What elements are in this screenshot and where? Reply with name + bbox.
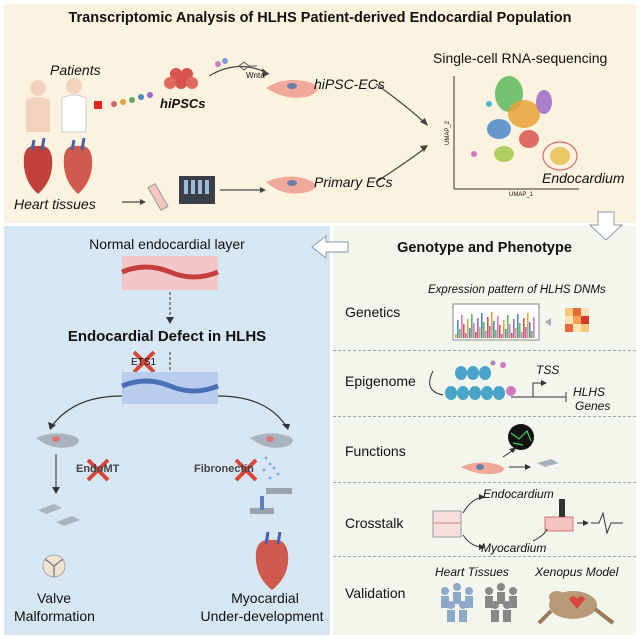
tube-and-sorter — [147, 176, 215, 211]
epigenome-label: Epigenome — [345, 373, 416, 389]
scrna-label: Single-cell RNA-sequencing — [433, 50, 608, 66]
endomt-label: EndoMT — [76, 463, 120, 475]
top-illustration — [23, 58, 579, 211]
cell-dots — [111, 92, 153, 107]
crosstalk-graphic — [432, 494, 623, 550]
row-genetics: Genetics Expression pattern of HLHS DNMs — [333, 284, 636, 350]
valve-icon — [42, 554, 66, 578]
patients-label: Patients — [50, 62, 101, 78]
valve-label-1: Valve — [37, 590, 71, 606]
people-icons — [441, 583, 473, 622]
row-functions: Functions — [333, 416, 636, 483]
heart-tissues-label: Heart tissues — [14, 196, 96, 212]
validation-label: Validation — [345, 585, 406, 601]
heart-tissues-icon — [23, 137, 93, 194]
hlhs-genes-label-1: HLHS — [573, 385, 606, 399]
fibronectin-label: Fibronectin — [194, 463, 254, 475]
validation-heart-tissues-label: Heart Tissues — [435, 565, 509, 579]
fibronectin-dots — [262, 456, 280, 480]
left-panel: Normal endocardial layer Endocardial Def… — [4, 226, 330, 635]
normal-layer-title: Normal endocardial layer — [89, 236, 245, 252]
umap-x-label: UMAP_1 — [509, 192, 534, 198]
xenopus-frog-icon — [537, 591, 615, 625]
hipsc-colony — [164, 68, 198, 89]
patient-figures — [26, 78, 102, 133]
genotype-phenotype-title: Genotype and Phenotype — [397, 240, 572, 256]
right-panel: Genotype and Phenotype Genetics Expressi… — [333, 226, 636, 635]
left-illustration — [36, 256, 293, 590]
ets1-label: ETS1 — [131, 357, 157, 368]
row-validation: Validation Heart Tissues Xenopus Model — [333, 556, 636, 636]
valve-label-2: Malformation — [14, 608, 95, 624]
umap-plot — [453, 76, 579, 190]
fibronectin-cross-icon — [234, 458, 258, 482]
cardiomyocyte-blocks — [250, 488, 292, 514]
heart-icon — [255, 531, 289, 590]
wnta-label: Wnta — [246, 71, 265, 80]
primary-ecs-label: Primary ECs — [314, 174, 393, 190]
umap-y-label: UMAP_2 — [445, 120, 452, 146]
tss-label: TSS — [536, 363, 560, 377]
hlhs-genes-label-2: Genes — [575, 399, 611, 413]
endomt-cross-icon — [86, 458, 110, 482]
validation-graphic — [441, 583, 615, 625]
crosstalk-myocardium-label: Myocardium — [481, 541, 547, 555]
row-epigenome: Epigenome TSS HLHS Genes — [333, 350, 636, 417]
crosstalk-label: Crosstalk — [345, 515, 404, 531]
hipscs-label: hiPSCs — [160, 96, 206, 111]
top-panel: Transcriptomic Analysis of HLHS Patient-… — [4, 4, 636, 223]
functions-graphic — [461, 424, 559, 475]
expression-pattern-label: Expression pattern of HLHS DNMs — [428, 284, 606, 296]
functions-label: Functions — [345, 443, 406, 459]
row-crosstalk: Crosstalk Endocardium Myocardium — [333, 482, 636, 557]
genetics-label: Genetics — [345, 304, 401, 320]
defect-title: Endocardial Defect in HLHS — [67, 328, 267, 345]
main-title: Transcriptomic Analysis of HLHS Patient-… — [68, 10, 572, 26]
endocardium-label: Endocardium — [542, 170, 625, 186]
myocardial-label-2: Under-development — [200, 608, 324, 624]
people-icons-grey — [485, 583, 517, 622]
epigenome-graphic — [429, 360, 567, 402]
crosstalk-endocardium-label: Endocardium — [483, 487, 554, 501]
myocardial-label-1: Myocardial — [231, 590, 299, 606]
genetics-graphic — [452, 303, 589, 341]
xenopus-model-label: Xenopus Model — [535, 565, 619, 579]
mesenchymal-cells — [38, 504, 80, 526]
ets1-cross-icon — [132, 350, 156, 374]
hipsc-ecs-label: hiPSC-ECs — [314, 76, 385, 92]
heatmap — [565, 308, 589, 332]
